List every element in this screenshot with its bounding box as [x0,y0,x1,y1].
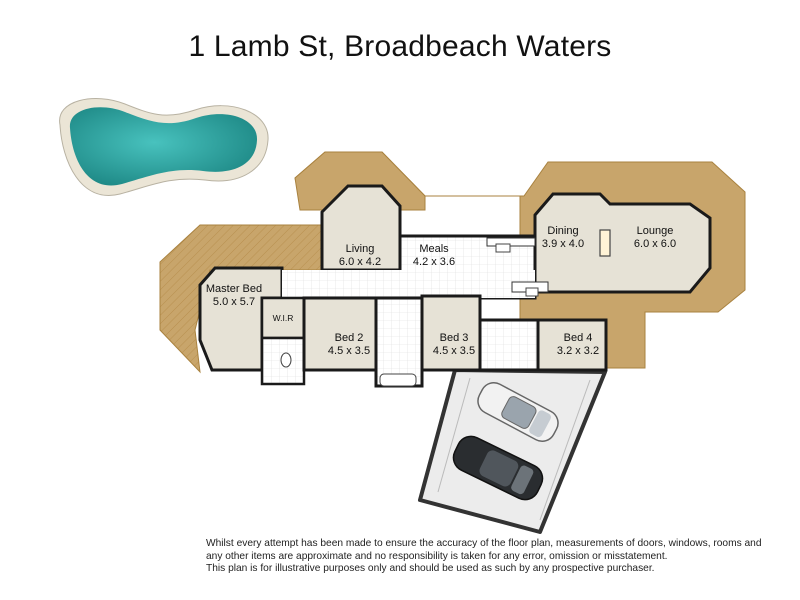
room-size: 6.0 x 6.0 [634,238,676,250]
room-label-wir: W.I.R [273,313,294,323]
room-label-master-bed: Master Bed 5.0 x 5.7 [206,283,262,308]
disclaimer-line: any other items are approximate and no r… [206,550,668,562]
room-name: Living [346,243,375,255]
plan-title: 1 Lamb St, Broadbeach Waters [188,30,612,63]
house-floor [198,184,712,388]
room-name: Meals [419,243,449,255]
bathtub-icon [379,373,417,387]
stove-icon [525,287,539,297]
room-name: Bed 4 [564,332,593,344]
room-label-meals: Meals 4.2 x 3.6 [413,243,455,268]
car-white-icon [477,381,559,443]
room-size: 4.5 x 3.5 [433,345,475,357]
sink-icon [495,243,511,253]
room-label-bed-4: Bed 4 3.2 x 3.2 [557,332,599,357]
room-label-living: Living 6.0 x 4.2 [339,243,381,268]
room-size: 3.2 x 3.2 [557,345,599,357]
car-black-icon [452,435,544,501]
room-name: Lounge [637,225,674,237]
room-name: Master Bed [206,283,262,295]
fireplace-icon [599,229,611,257]
toilet-icon [280,352,292,368]
pool-icon [59,98,269,196]
room-size: 3.9 x 4.0 [542,238,584,250]
room-name: Bed 3 [440,332,469,344]
room-label-bed-3: Bed 3 4.5 x 3.5 [433,332,475,357]
room-size: 4.2 x 3.6 [413,256,455,268]
room-label-lounge: Lounge 6.0 x 6.0 [634,225,676,250]
room-name: Dining [547,225,578,237]
room-name: W.I.R [273,313,294,323]
room-size: 6.0 x 4.2 [339,256,381,268]
disclaimer: Whilst every attempt has been made to en… [206,538,776,576]
room-size: 5.0 x 5.7 [213,296,255,308]
disclaimer-line: Whilst every attempt has been made to en… [206,538,762,549]
room-name: Bed 2 [335,332,364,344]
room-size: 4.5 x 3.5 [328,345,370,357]
disclaimer-line: This plan is for illustrative purposes o… [206,563,655,575]
room-label-bed-2: Bed 2 4.5 x 3.5 [328,332,370,357]
room-label-dining: Dining 3.9 x 4.0 [542,225,584,250]
garage [418,368,607,534]
